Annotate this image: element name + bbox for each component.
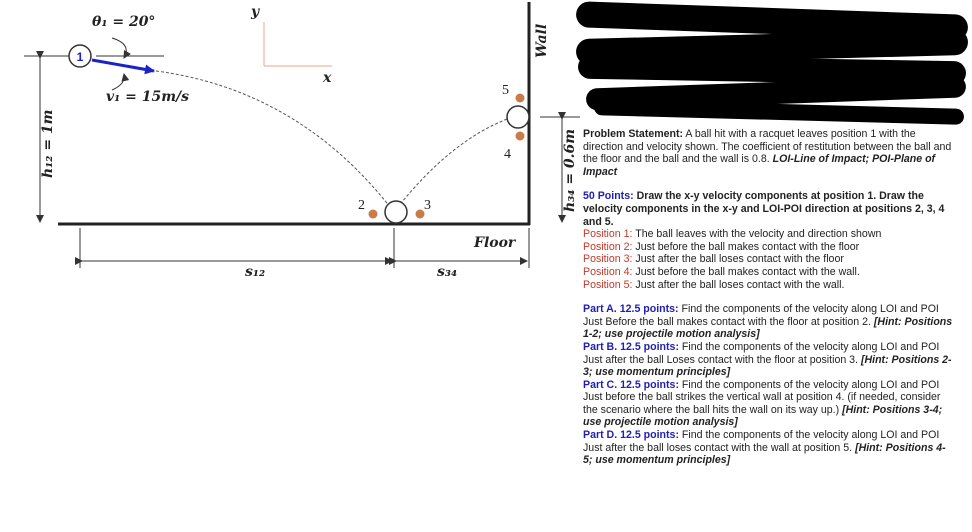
ball-floor-contact [384, 200, 408, 224]
part-b: Part B. 12.5 points: Find the components… [583, 341, 953, 379]
positions-list: Position 1: The ball leaves with the vel… [583, 228, 953, 291]
position-item: Position 1: The ball leaves with the vel… [583, 228, 953, 241]
position-item: Position 3: Just after the ball loses co… [583, 253, 953, 266]
abbreviations: LOI-Line of Impact; POI-Plane of Impact [583, 153, 936, 178]
position-item-label: Position 2: [583, 240, 633, 253]
velocity-label: v₁ = 15m/s [106, 89, 189, 105]
velocity-arrow [91, 58, 155, 75]
part-label: Part D. [583, 429, 618, 442]
position-item-text: Just before the ball makes contact with … [632, 265, 860, 278]
part-a: Part A. 12.5 points: Find the components… [583, 303, 953, 341]
redaction-mark [593, 99, 965, 125]
part-points: 12.5 points: [620, 378, 679, 391]
part-text: Find the components of the velocity alon… [583, 429, 940, 454]
ball-wall-contact [506, 105, 530, 129]
part-points: 12.5 points: [619, 303, 679, 316]
position-item-label: Position 1: [583, 228, 633, 241]
points-text: Draw the x-y velocity components at posi… [583, 190, 945, 228]
trajectory-3-4 [393, 117, 511, 213]
part-text: Find the components of the velocity alon… [583, 340, 940, 366]
projectile-diagram: θ₁ = 20° y x h₁₂ = 1m 1 v₁ = 15m/s Wall … [24, 2, 580, 280]
dot-position-3 [415, 209, 425, 219]
position-2-label: 2 [358, 198, 365, 213]
theta-label: θ₁ = 20° [92, 14, 155, 30]
ball-1-number: 1 [77, 50, 84, 64]
points-instruction: 50 Points: Draw the x-y velocity compone… [583, 190, 953, 228]
position-4-label: 4 [504, 147, 511, 162]
position-3-label: 3 [424, 198, 431, 213]
ball-position-1 [68, 44, 92, 68]
position-5-label: 5 [502, 83, 509, 98]
axis-y-label: y [250, 4, 260, 20]
position-item-label: Position 4: [583, 265, 633, 278]
part-hint: [Hint: Positions 4-5; use momentum princ… [583, 441, 946, 467]
part-c: Part C. 12.5 points: Find the components… [583, 379, 953, 429]
problem-statement-label: Problem Statement: [583, 128, 684, 140]
part-hint: [Hint: Positions 1-2; use projectile mot… [583, 315, 953, 341]
part-points: 12.5 points: [620, 340, 679, 353]
parts-list: Part A. 12.5 points: Find the components… [583, 303, 953, 467]
part-points: 12.5 points: [620, 429, 679, 442]
position-item: Position 4: Just before the ball makes c… [583, 266, 953, 279]
part-hint: [Hint: Positions 2-3; use momentum princ… [583, 353, 952, 379]
dot-position-4 [515, 131, 525, 141]
dot-position-5 [515, 93, 525, 103]
problem-text-panel: Problem Statement: A ball hit with a rac… [583, 128, 953, 467]
dot-position-2 [368, 209, 378, 219]
position-item-label: Position 3: [583, 253, 633, 266]
position-item: Position 5: Just after the ball loses co… [583, 279, 953, 292]
part-hint: [Hint: Positions 3-4; use projectile mot… [583, 403, 943, 429]
position-item-label: Position 5: [583, 278, 633, 291]
s12-label: s₁₂ [245, 264, 265, 280]
part-label: Part A. [583, 303, 617, 316]
floor-label: Floor [473, 235, 517, 251]
position-item-text: Just after the ball loses contact with t… [632, 253, 844, 266]
points-label: 50 Points: [583, 190, 634, 203]
position-item-text: Just before the ball makes contact with … [632, 240, 860, 253]
position-item: Position 2: Just before the ball makes c… [583, 241, 953, 254]
h34-label: h₃₄ = 0.6m [562, 129, 578, 212]
h12-label: h₁₂ = 1m [40, 110, 56, 178]
theta-arc-lower [111, 73, 130, 91]
part-d: Part D. 12.5 points: Find the components… [583, 429, 953, 467]
position-item-text: Just after the ball loses contact with t… [632, 278, 845, 291]
part-text: Find the components of the velocity alon… [583, 303, 939, 328]
problem-statement: Problem Statement: A ball hit with a rac… [583, 128, 953, 178]
part-label: Part B. [583, 340, 618, 353]
s34-label: s₃₄ [437, 264, 457, 280]
axis-x-label: x [322, 70, 332, 86]
position-item-text: The ball leaves with the velocity and di… [632, 228, 882, 241]
part-text: Find the components of the velocity alon… [583, 378, 941, 416]
part-label: Part C. [583, 378, 618, 391]
problem-statement-text: A ball hit with a racquet leaves positio… [583, 128, 952, 166]
theta-arc [111, 37, 131, 59]
wall-label: Wall [534, 24, 550, 58]
trajectory-1-2 [155, 70, 395, 213]
